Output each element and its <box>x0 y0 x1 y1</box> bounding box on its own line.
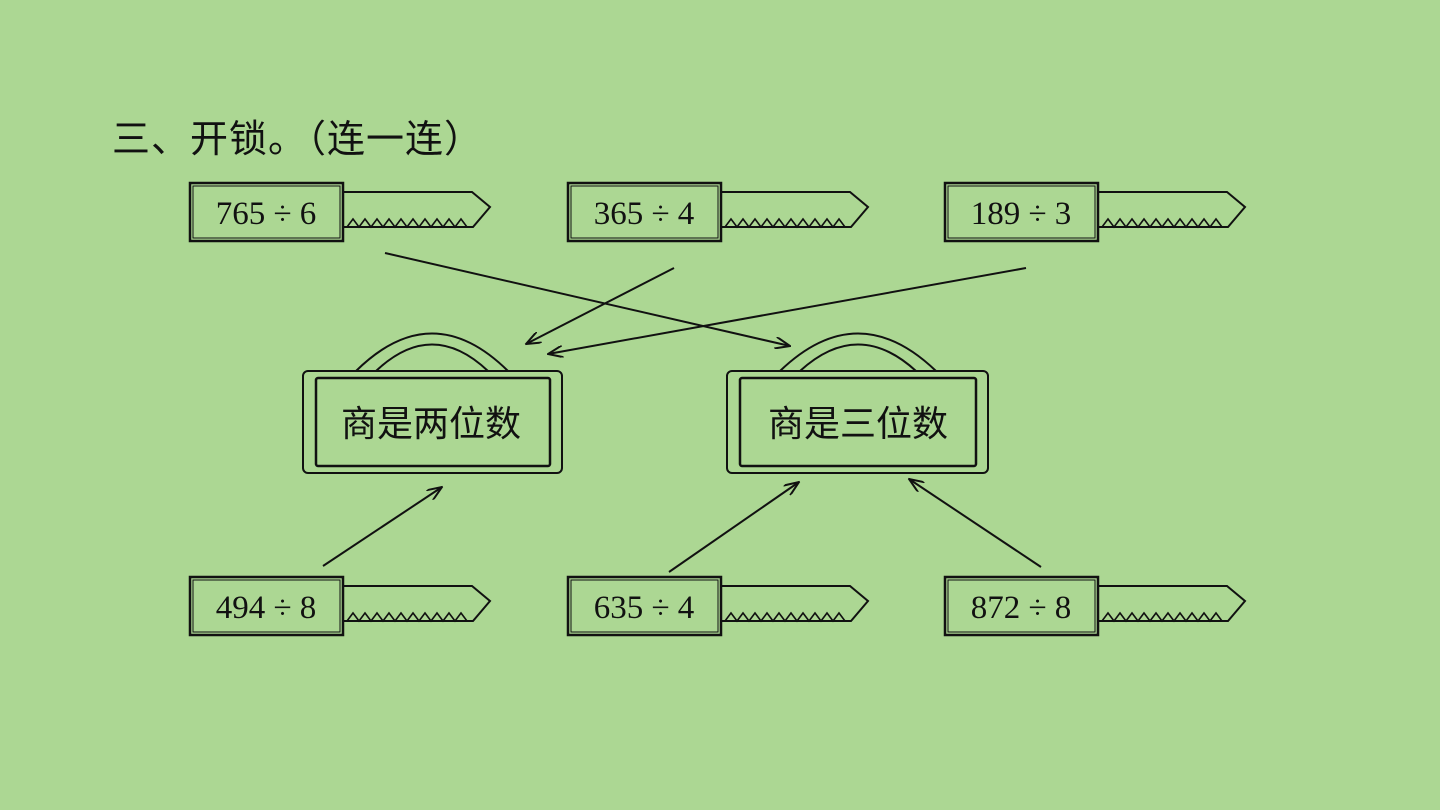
lock-shackle <box>375 343 489 372</box>
arrow-635-to-three-digit <box>668 482 799 573</box>
key-teeth <box>1101 611 1223 623</box>
lock-shackle <box>779 332 937 372</box>
key-teeth <box>724 217 846 229</box>
lock-two-digit-quotient[interactable]: 商是两位数 <box>302 332 563 474</box>
key-blade <box>343 585 492 622</box>
key-872-div-8[interactable]: 872 ÷ 8 <box>943 575 1247 637</box>
key-label: 765 ÷ 6 <box>216 196 317 232</box>
key-blade <box>1098 191 1247 228</box>
arrow-765-to-three-digit <box>384 252 790 346</box>
key-teeth <box>1101 217 1223 229</box>
key-blade <box>343 191 492 228</box>
key-teeth <box>346 611 468 623</box>
key-label: 635 ÷ 4 <box>594 590 695 626</box>
arrow-189-to-two-digit <box>548 267 1027 354</box>
key-teeth <box>346 217 468 229</box>
key-765-div-6[interactable]: 765 ÷ 6 <box>188 181 492 243</box>
key-365-div-4[interactable]: 365 ÷ 4 <box>566 181 870 243</box>
key-label: 365 ÷ 4 <box>594 196 695 232</box>
key-635-div-4[interactable]: 635 ÷ 4 <box>566 575 870 637</box>
exercise-title: 三、开锁。（连一连） <box>112 117 484 161</box>
lock-label: 商是两位数 <box>341 404 521 445</box>
key-blade <box>1098 585 1247 622</box>
key-494-div-8[interactable]: 494 ÷ 8 <box>188 575 492 637</box>
key-blade <box>721 191 870 228</box>
arrow-872-to-three-digit <box>909 479 1042 568</box>
arrow-494-to-two-digit <box>322 487 442 567</box>
key-teeth <box>724 611 846 623</box>
key-label: 189 ÷ 3 <box>971 196 1072 232</box>
key-label: 494 ÷ 8 <box>216 590 317 626</box>
key-blade <box>721 585 870 622</box>
lock-label: 商是三位数 <box>768 404 948 445</box>
lock-shackle <box>799 343 917 372</box>
arrow-365-to-two-digit <box>526 267 675 344</box>
key-label: 872 ÷ 8 <box>971 590 1072 626</box>
lock-shackle <box>355 332 509 372</box>
lock-three-digit-quotient[interactable]: 商是三位数 <box>726 332 989 474</box>
connection-arrows <box>322 252 1042 573</box>
key-189-div-3[interactable]: 189 ÷ 3 <box>943 181 1247 243</box>
